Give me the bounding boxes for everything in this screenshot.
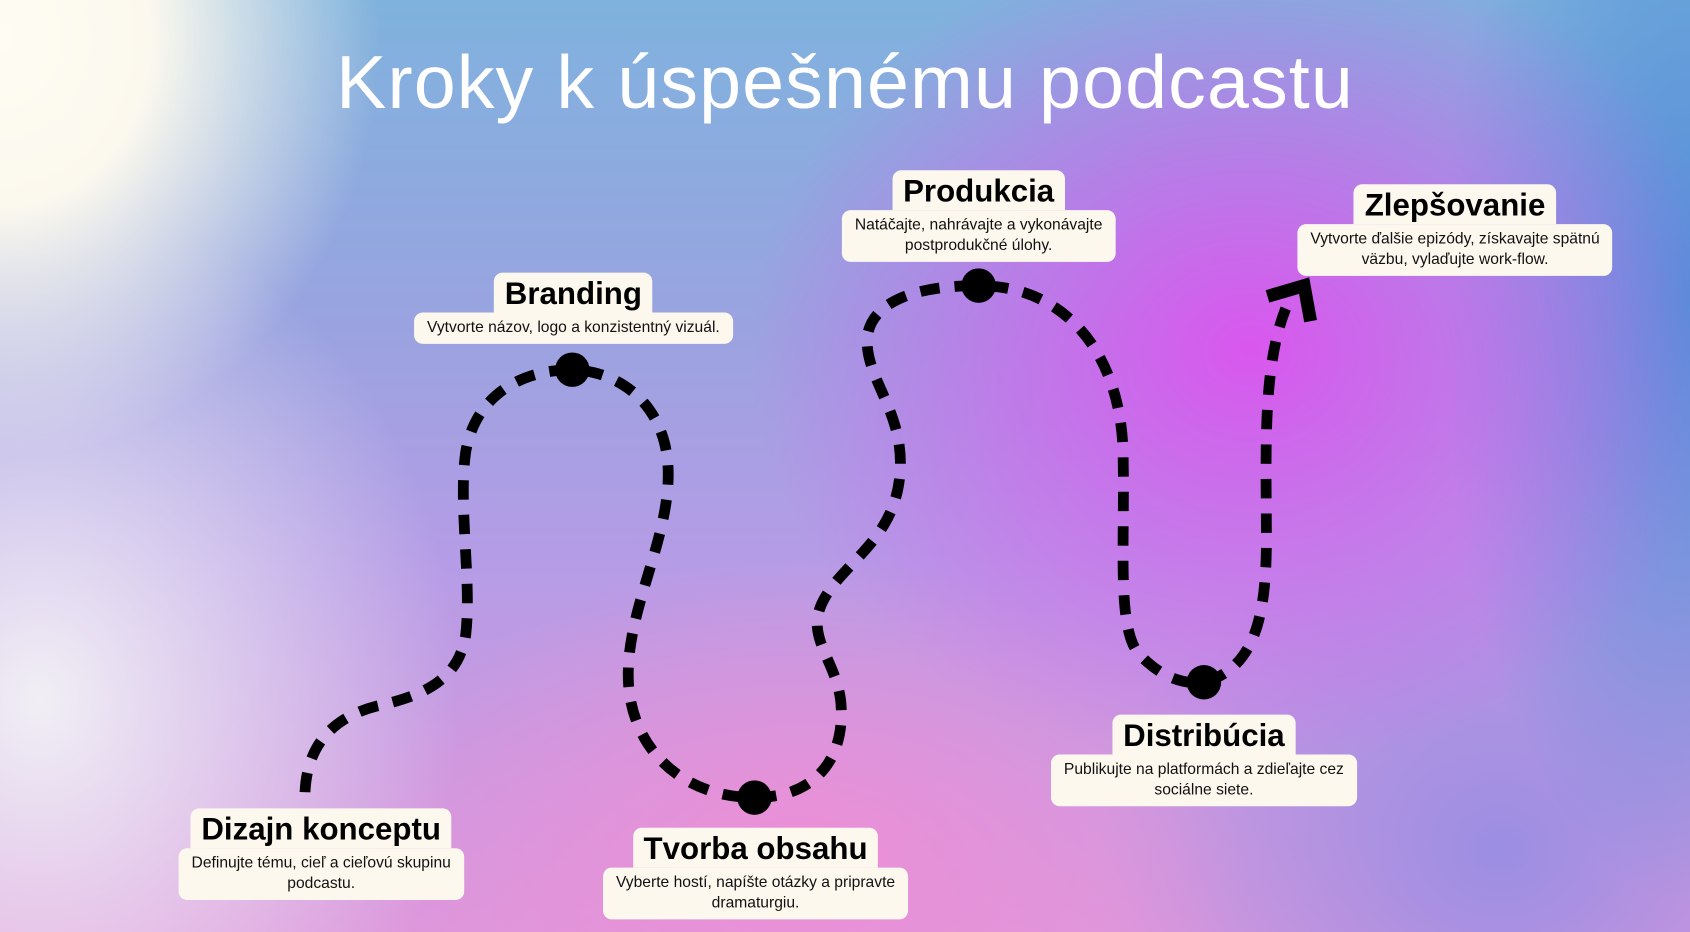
step-title: Branding xyxy=(494,272,653,313)
node-dot xyxy=(737,780,772,815)
step-title: Distribúcia xyxy=(1112,714,1296,755)
node-dot xyxy=(961,268,996,303)
step-distribucia: Distribúcia Publikujte na platformách a … xyxy=(1050,714,1357,807)
arrow-head-icon xyxy=(1265,277,1317,323)
step-tvorba-obsahu: Tvorba obsahu Vyberte hostí, napíšte otá… xyxy=(603,827,909,920)
node-dot xyxy=(1186,665,1222,700)
step-title: Produkcia xyxy=(892,170,1065,211)
step-description: Publikujte na platformách a zdieľajte ce… xyxy=(1050,754,1357,807)
slide-title: Kroky k úspešnému podcastu xyxy=(336,39,1354,124)
step-description: Vytvorte názov, logo a konzistentný vizu… xyxy=(414,312,733,344)
step-zlepsovanie: Zlepšovanie Vytvorte ďalšie epizódy, zís… xyxy=(1297,184,1613,276)
step-dizajn-konceptu: Dizajn konceptu Definujte tému, cieľ a c… xyxy=(178,808,464,900)
step-title: Zlepšovanie xyxy=(1353,184,1557,225)
path-line xyxy=(299,280,1297,803)
step-produkcia: Produkcia Natáčajte, nahrávajte a vykoná… xyxy=(841,170,1116,262)
step-description: Vytvorte ďalšie epizódy, získavajte spät… xyxy=(1297,224,1613,276)
step-branding: Branding Vytvorte názov, logo a konziste… xyxy=(414,272,733,344)
node-dot xyxy=(555,352,590,387)
step-title: Tvorba obsahu xyxy=(632,827,879,868)
step-title: Dizajn konceptu xyxy=(190,808,452,849)
step-description: Vyberte hostí, napíšte otázky a pripravt… xyxy=(603,867,909,920)
